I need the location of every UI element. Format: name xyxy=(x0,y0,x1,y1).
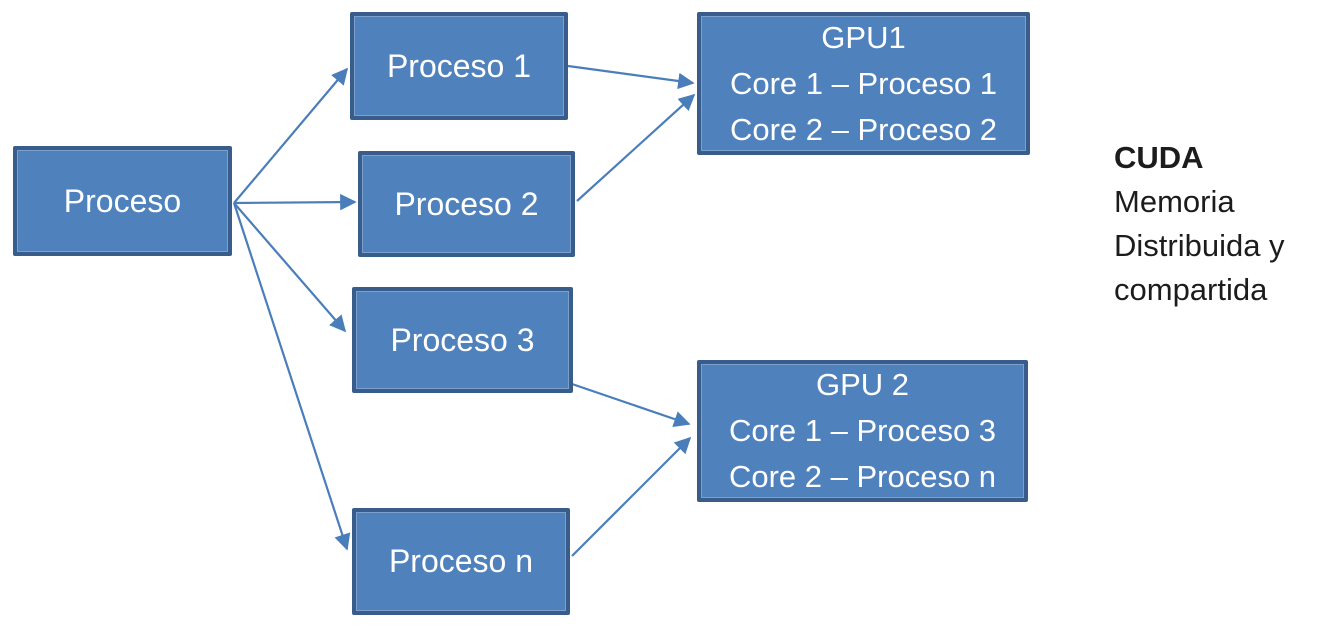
node-gpu1-core2: Core 2 – Proceso 2 xyxy=(729,111,998,147)
node-gpu1-title: GPU1 xyxy=(821,19,906,55)
node-gpu2-title: GPU 2 xyxy=(815,367,910,402)
node-gpu1-core1: Core 1 – Proceso 1 xyxy=(729,65,998,101)
node-gpu2: GPU 2 Core 1 – Proceso 3 Core 2 – Proces… xyxy=(697,360,1028,502)
node-proceso-n-label: Proceso n xyxy=(388,543,534,579)
cuda-annotation-line-3: compartida xyxy=(1114,272,1268,307)
node-proceso-1-label: Proceso 1 xyxy=(386,47,532,84)
arrow-proceso3-to-gpu2 xyxy=(571,382,691,428)
node-proceso-1: Proceso 1 xyxy=(350,12,568,120)
node-proceso-n: Proceso n xyxy=(352,508,570,615)
node-gpu2-core1: Core 1 – Proceso 3 xyxy=(728,413,997,448)
node-proceso-2-label: Proceso 2 xyxy=(394,185,539,222)
node-proceso: Proceso xyxy=(13,146,232,256)
cuda-annotation: CUDA Memoria Distribuida y compartida xyxy=(1114,136,1314,312)
arrow-proceso2-to-gpu1 xyxy=(576,93,696,202)
arrow-proceson-to-gpu2 xyxy=(571,436,692,557)
node-proceso-3: Proceso 3 xyxy=(352,287,573,393)
node-gpu1: GPU1 Core 1 – Proceso 1 Core 2 – Proceso… xyxy=(697,12,1030,155)
arrow-proceso-to-proceson xyxy=(232,202,351,551)
cuda-annotation-line-1: Memoria xyxy=(1114,184,1235,219)
cuda-annotation-line-2: Distribuida y xyxy=(1114,228,1285,263)
node-proceso-3-label: Proceso 3 xyxy=(390,321,535,358)
node-gpu2-core2: Core 2 – Proceso n xyxy=(728,459,997,494)
arrow-proceso-to-proceso3 xyxy=(233,202,347,333)
node-proceso-label: Proceso xyxy=(63,182,182,219)
arrow-proceso1-to-gpu1 xyxy=(567,64,695,90)
node-proceso-2: Proceso 2 xyxy=(358,151,575,257)
arrow-proceso-to-proceso2 xyxy=(233,193,357,211)
arrow-proceso-to-proceso1 xyxy=(233,67,349,204)
cuda-annotation-title: CUDA xyxy=(1114,140,1204,175)
